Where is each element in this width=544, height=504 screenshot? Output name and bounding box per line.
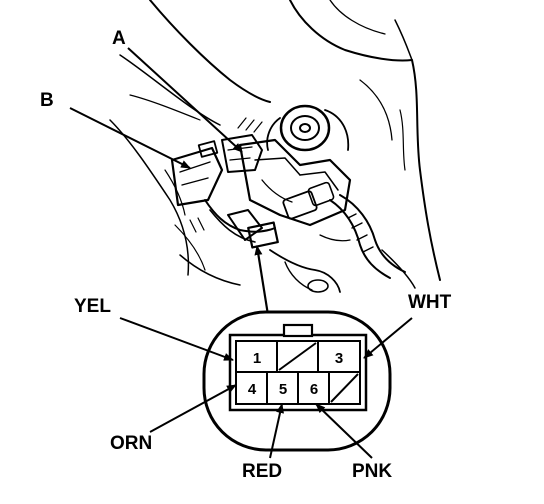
wire-yel-label: YEL [74, 296, 111, 317]
yel-leader [119, 317, 234, 361]
orn-leader [149, 384, 237, 433]
callout-b-leader [69, 107, 191, 169]
callout-b-label: B [40, 90, 54, 111]
pin-4-label: 4 [248, 381, 257, 398]
wire-pnk-label: PNK [352, 461, 392, 482]
empty-cavity-7 [330, 373, 359, 403]
pin-5-label: 5 [279, 381, 287, 398]
callout-a-leader [127, 47, 243, 153]
wire-wht-label: WHT [408, 292, 452, 313]
wht-leader [363, 317, 413, 359]
steering-column-illustration [109, 0, 441, 293]
connector-face-inset [202, 310, 392, 452]
pnk-leader [315, 403, 373, 459]
empty-cavity-2 [278, 342, 317, 371]
pin-1-label: 1 [253, 350, 261, 367]
callout-a-label: A [112, 28, 126, 49]
pin-3-label: 3 [335, 350, 343, 367]
red-leader [269, 403, 284, 459]
wire-orn-label: ORN [110, 433, 152, 454]
pin-6-label: 6 [310, 381, 318, 398]
inset-pointer-arrow [254, 245, 270, 316]
wire-red-label: RED [242, 461, 282, 482]
